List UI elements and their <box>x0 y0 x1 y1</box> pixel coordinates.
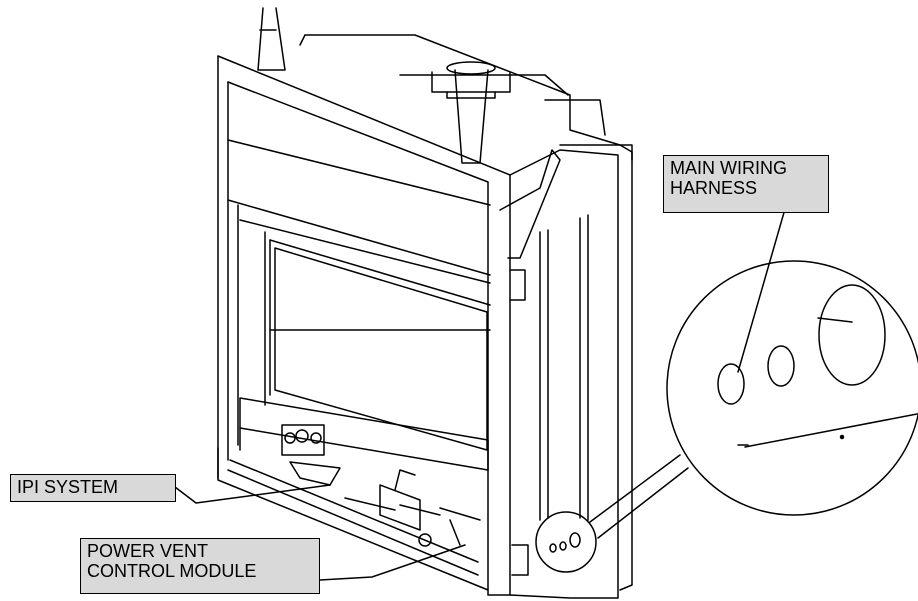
vent-pipes <box>257 7 511 164</box>
callout-line: POWER VENT <box>87 541 209 561</box>
callout-ipi-system: IPI SYSTEM <box>10 474 176 502</box>
callout-line: CONTROL MODULE <box>87 561 257 581</box>
front-frame <box>217 55 511 596</box>
base-tray <box>217 397 489 591</box>
side-holes <box>535 511 597 573</box>
callout-line: IPI SYSTEM <box>17 477 119 497</box>
detail-magnifier <box>589 260 918 539</box>
callout-line: MAIN WIRING <box>670 158 787 178</box>
callout-line: HARNESS <box>670 178 758 198</box>
side-panel <box>499 144 633 599</box>
glass-window <box>274 247 488 451</box>
callout-main-wiring-harness: MAIN WIRING HARNESS <box>663 155 829 213</box>
callout-power-vent-control-module: POWER VENT CONTROL MODULE <box>80 538 320 594</box>
ipi-controls <box>281 424 481 547</box>
leader-lines <box>174 208 786 581</box>
